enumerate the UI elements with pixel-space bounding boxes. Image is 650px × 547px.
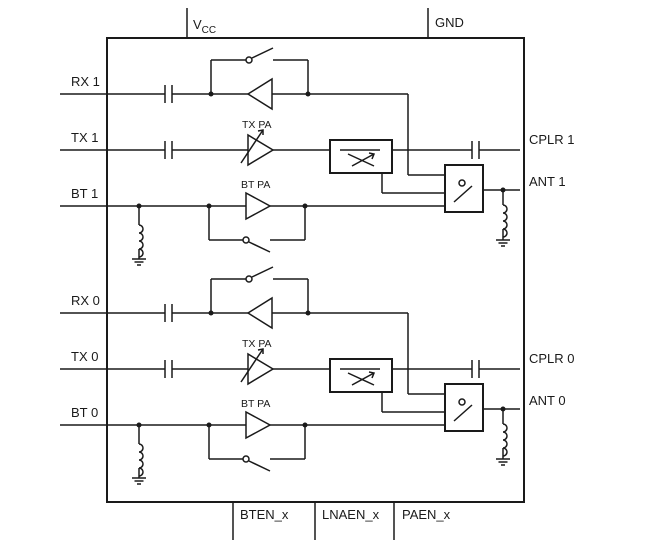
bt1-pa-label: BT PA	[241, 179, 270, 191]
paen-label: PAEN_x	[402, 507, 451, 522]
lnaen-label: LNAEN_x	[322, 507, 380, 522]
ant1-label: ANT 1	[529, 174, 566, 189]
tx0-label: TX 0	[71, 349, 98, 364]
rx1-label: RX 1	[71, 74, 100, 89]
tx0-pa-label: TX PA	[242, 338, 272, 350]
vcc-label: VCC	[193, 17, 216, 36]
tx1-label: TX 1	[71, 130, 98, 145]
channel-1-circuit	[59, 47, 521, 266]
channel-0-labels: RX 0 TX 0 BT 0 TX PA BT PA CPLR 0 ANT 0	[71, 293, 575, 420]
cplr0-label: CPLR 0	[529, 351, 575, 366]
ant0-label: ANT 0	[529, 393, 566, 408]
channel-1-labels: RX 1 TX 1 BT 1 TX PA BT PA CPLR 1 ANT 1	[71, 74, 575, 201]
bt0-pa-label: BT PA	[241, 398, 270, 410]
chip-outline	[106, 37, 525, 503]
tx1-pa-label: TX PA	[242, 119, 272, 131]
rx0-label: RX 0	[71, 293, 100, 308]
bt1-label: BT 1	[71, 186, 98, 201]
channel-0-circuit	[59, 266, 521, 485]
bten-label: BTEN_x	[240, 507, 289, 522]
bt0-label: BT 0	[71, 405, 98, 420]
gnd-label: GND	[435, 15, 464, 30]
cplr1-label: CPLR 1	[529, 132, 575, 147]
